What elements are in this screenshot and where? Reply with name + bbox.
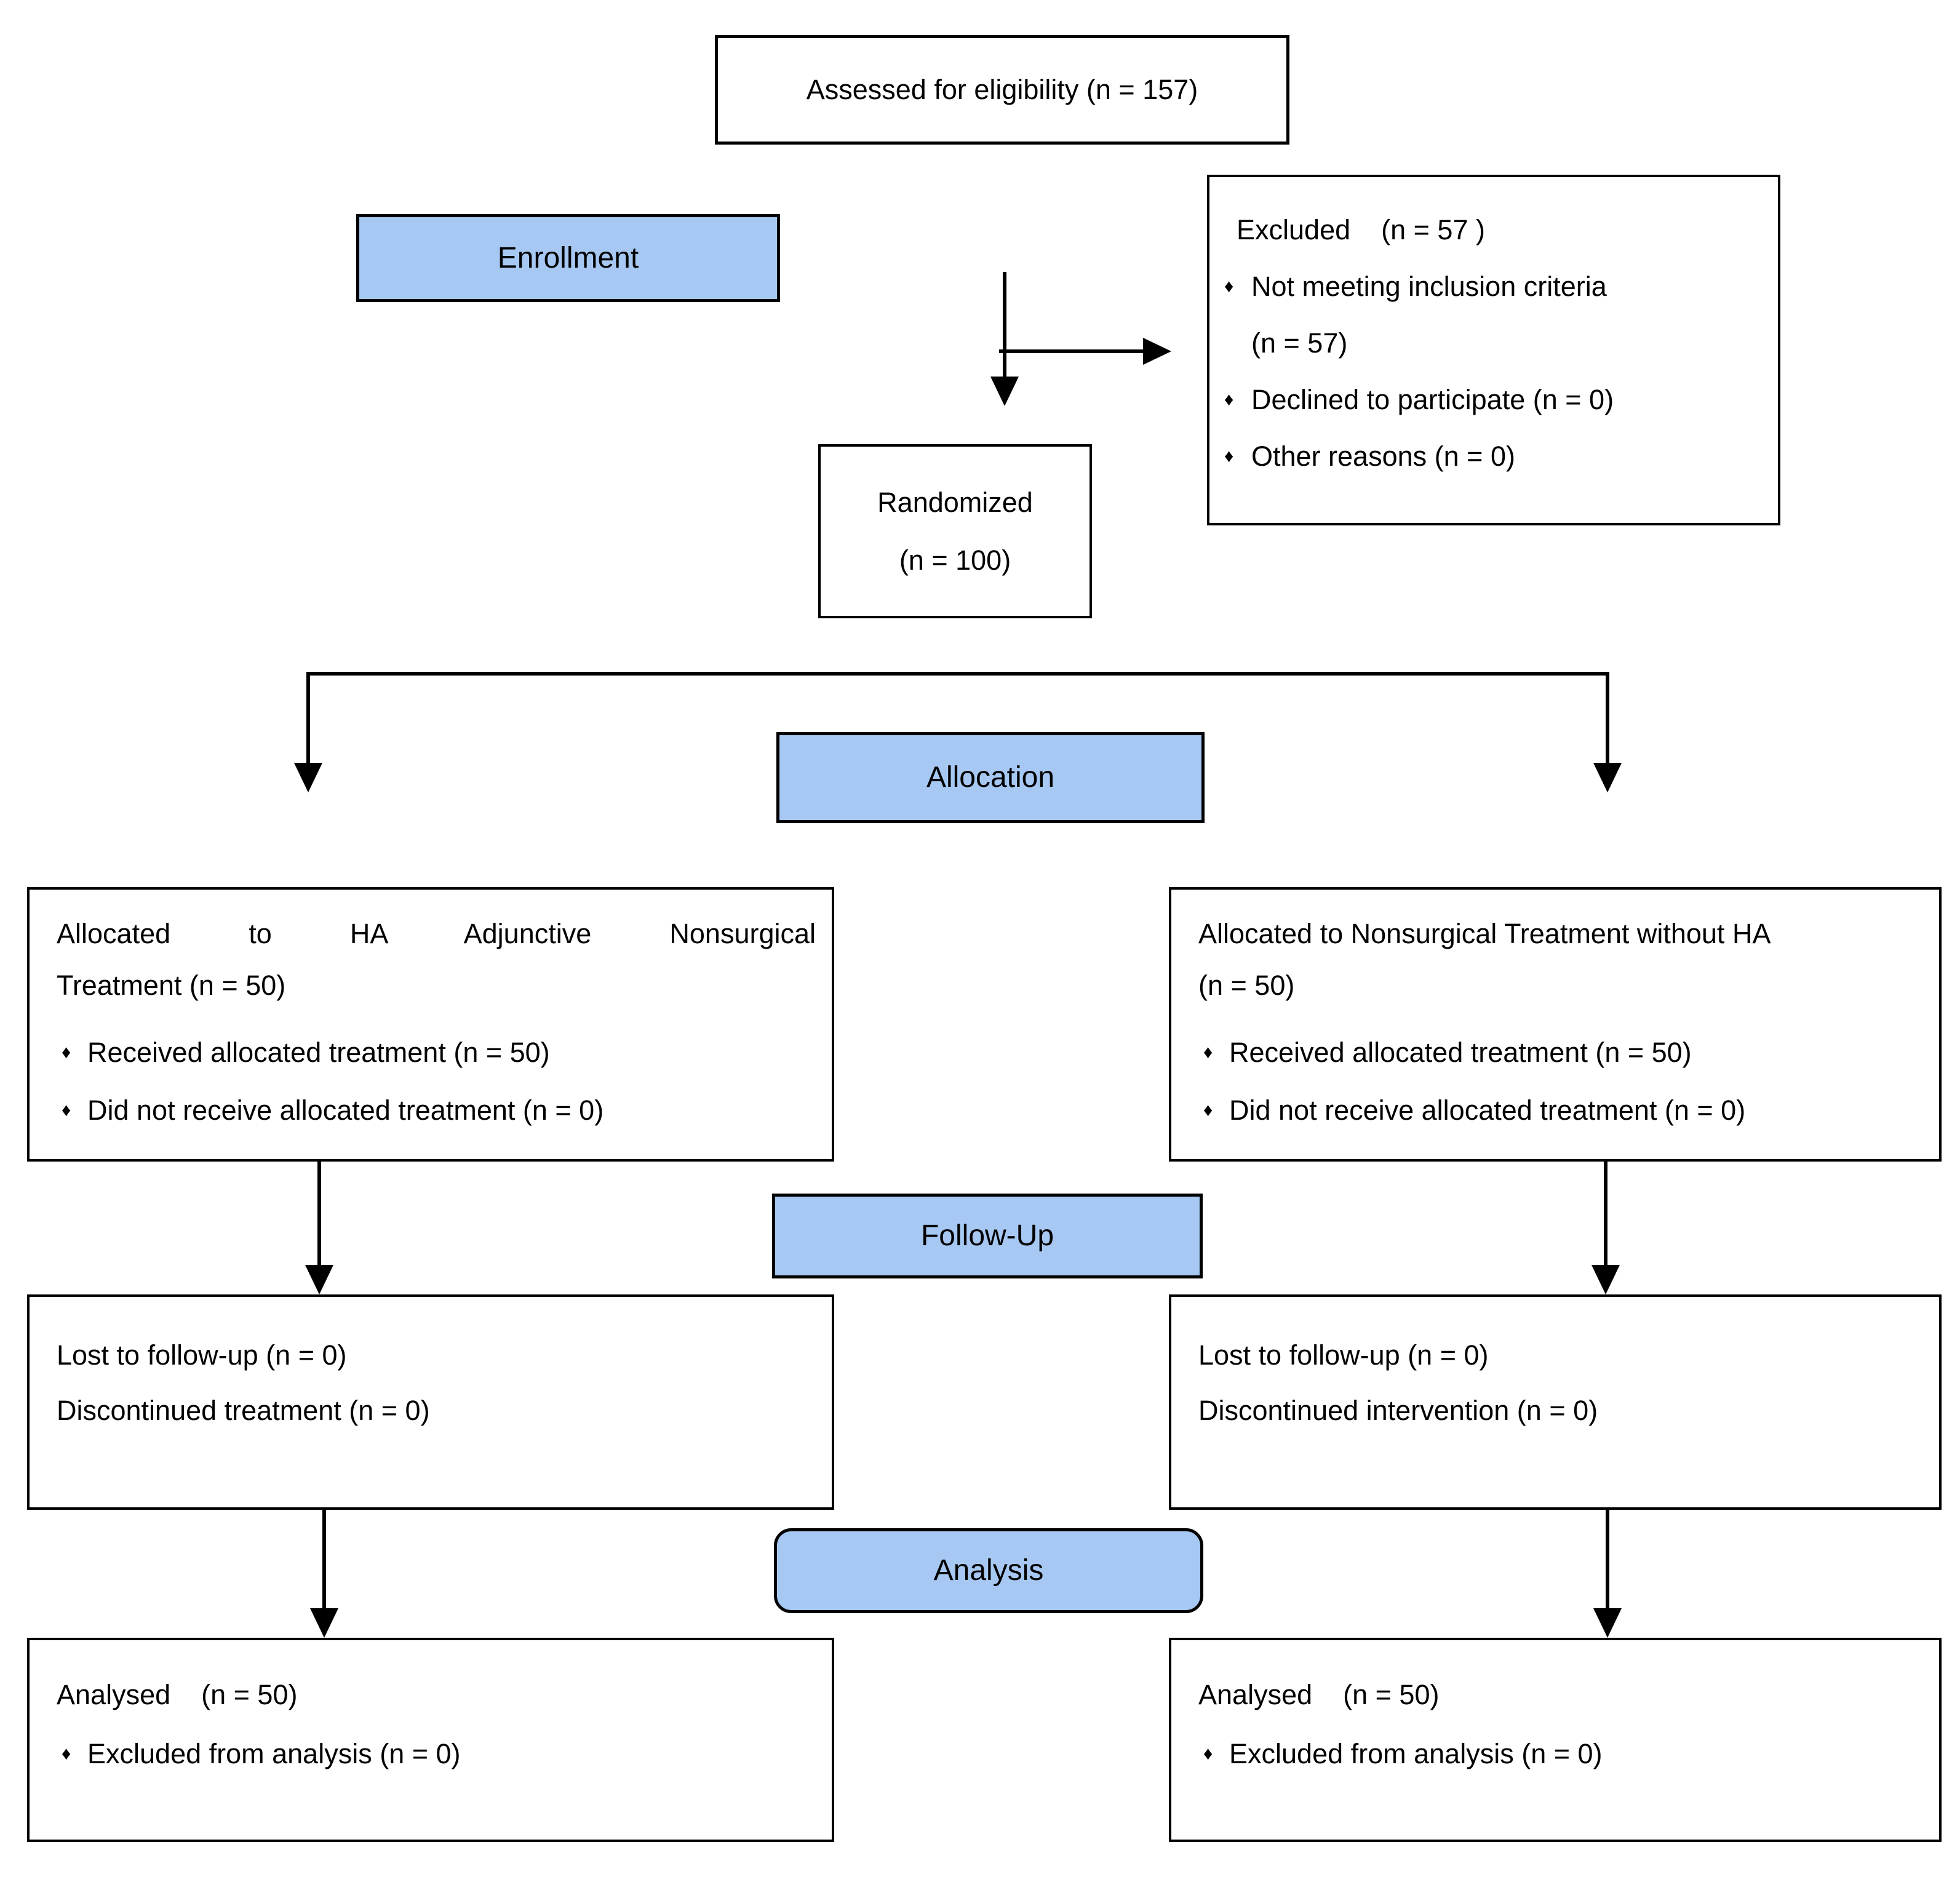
box-followup-control: Lost to follow-up (n = 0) Discontinued i… xyxy=(1169,1294,1942,1510)
analysed-control-title: Analysed (n = 50) xyxy=(1198,1679,1440,1710)
arrowhead-down xyxy=(1593,1608,1622,1638)
bullet-diamond-icon: ♦ xyxy=(1203,1744,1213,1764)
allocated-control-line1: Allocated to Nonsurgical Treatment witho… xyxy=(1198,918,1771,949)
banner-allocation: Allocation xyxy=(776,732,1205,823)
split-vline-right xyxy=(1606,672,1609,765)
allocated-ha-bullet-text: Received allocated treatment (n = 50) xyxy=(87,1037,550,1068)
arrow-line xyxy=(1606,1510,1609,1611)
allocated-control-bullet: ♦ Received allocated treatment (n = 50) xyxy=(1171,1024,1939,1082)
bullet-diamond-icon: ♦ xyxy=(1224,446,1234,466)
arrowhead-down xyxy=(310,1608,338,1638)
allocated-ha-bullet: ♦ Did not receive allocated treatment (n… xyxy=(30,1082,832,1139)
box-allocated-control: Allocated to Nonsurgical Treatment witho… xyxy=(1169,887,1942,1162)
analysed-ha-title: Analysed (n = 50) xyxy=(57,1679,298,1710)
randomized-line1: Randomized xyxy=(877,486,1033,518)
randomized-line2: (n = 100) xyxy=(899,544,1011,576)
excluded-bullet-text: Declined to participate (n = 0) xyxy=(1251,384,1614,415)
box-analysed-ha: Analysed (n = 50) ♦ Excluded from analys… xyxy=(27,1638,834,1842)
banner-analysis: Analysis xyxy=(774,1528,1203,1613)
assessed-text: Assessed for eligibility (n = 157) xyxy=(806,74,1198,105)
box-excluded: Excluded (n = 57 ) ♦ Not meeting inclusi… xyxy=(1207,175,1780,525)
arrowhead-down-right xyxy=(1593,763,1622,792)
analysed-ha-bullet-text: Excluded from analysis (n = 0) xyxy=(87,1738,461,1769)
excluded-bullet-text: Not meeting inclusion criteria (n = 57) xyxy=(1251,271,1607,359)
arrowhead-right xyxy=(1143,338,1171,365)
allocated-control-bullet: ♦ Did not receive allocated treatment (n… xyxy=(1171,1082,1939,1139)
arrow-line xyxy=(999,349,1144,353)
excluded-bullet: ♦ Other reasons (n = 0) xyxy=(1209,428,1778,485)
bullet-diamond-icon: ♦ xyxy=(1203,1100,1213,1120)
excluded-bullet: ♦ Declined to participate (n = 0) xyxy=(1209,372,1778,428)
arrowhead-down xyxy=(1592,1265,1620,1294)
banner-enrollment-label: Enrollment xyxy=(497,241,639,274)
followup-control-line1: Lost to follow-up (n = 0) xyxy=(1198,1339,1489,1371)
banner-allocation-label: Allocation xyxy=(926,761,1055,794)
banner-analysis-label: Analysis xyxy=(933,1554,1044,1587)
excluded-title: Excluded (n = 57 ) xyxy=(1237,214,1485,245)
analysed-control-bullet-text: Excluded from analysis (n = 0) xyxy=(1229,1738,1603,1769)
allocated-control-bullet-text: Did not receive allocated treatment (n =… xyxy=(1229,1095,1746,1126)
box-allocated-ha: Allocated to HA Adjunctive Nonsurgical T… xyxy=(27,887,834,1162)
banner-follow-up-label: Follow-Up xyxy=(920,1219,1054,1253)
excluded-bullet-text: Other reasons (n = 0) xyxy=(1251,441,1515,472)
allocated-control-bullet-text: Received allocated treatment (n = 50) xyxy=(1229,1037,1692,1068)
bullet-diamond-icon: ♦ xyxy=(62,1042,71,1063)
allocated-ha-bullet-text: Did not receive allocated treatment (n =… xyxy=(87,1095,604,1126)
analysed-ha-bullet: ♦ Excluded from analysis (n = 0) xyxy=(30,1725,832,1783)
arrow-line xyxy=(1604,1162,1607,1267)
box-randomized: Randomized (n = 100) xyxy=(818,444,1092,618)
allocated-control-line2: (n = 50) xyxy=(1198,970,1295,1001)
banner-enrollment: Enrollment xyxy=(356,214,780,302)
arrowhead-down xyxy=(990,377,1019,406)
analysed-control-bullet: ♦ Excluded from analysis (n = 0) xyxy=(1171,1725,1939,1783)
bullet-diamond-icon: ♦ xyxy=(1224,276,1234,297)
bullet-diamond-icon: ♦ xyxy=(62,1100,71,1120)
followup-ha-line2: Discontinued treatment (n = 0) xyxy=(57,1395,430,1426)
arrow-line xyxy=(317,1162,321,1267)
box-analysed-control: Analysed (n = 50) ♦ Excluded from analys… xyxy=(1169,1638,1942,1842)
followup-ha-line1: Lost to follow-up (n = 0) xyxy=(57,1339,347,1371)
arrowhead-down xyxy=(305,1265,333,1294)
excluded-bullet: ♦ Not meeting inclusion criteria (n = 57… xyxy=(1209,258,1778,372)
arrowhead-down-left xyxy=(294,763,322,792)
bullet-diamond-icon: ♦ xyxy=(1203,1042,1213,1063)
split-hline xyxy=(306,672,1609,676)
arrow-line xyxy=(322,1510,326,1611)
bullet-diamond-icon: ♦ xyxy=(62,1744,71,1764)
allocated-ha-line2: Treatment (n = 50) xyxy=(57,970,286,1001)
box-assessed-eligibility: Assessed for eligibility (n = 157) xyxy=(715,35,1289,145)
allocated-ha-line1: Allocated to HA Adjunctive Nonsurgical xyxy=(57,918,816,949)
allocated-ha-bullet: ♦ Received allocated treatment (n = 50) xyxy=(30,1024,832,1082)
followup-control-line2: Discontinued intervention (n = 0) xyxy=(1198,1395,1598,1426)
banner-follow-up: Follow-Up xyxy=(772,1194,1203,1278)
arrow-line xyxy=(1003,272,1006,383)
box-followup-ha: Lost to follow-up (n = 0) Discontinued t… xyxy=(27,1294,834,1510)
split-vline-left xyxy=(306,672,310,765)
bullet-diamond-icon: ♦ xyxy=(1224,389,1234,410)
